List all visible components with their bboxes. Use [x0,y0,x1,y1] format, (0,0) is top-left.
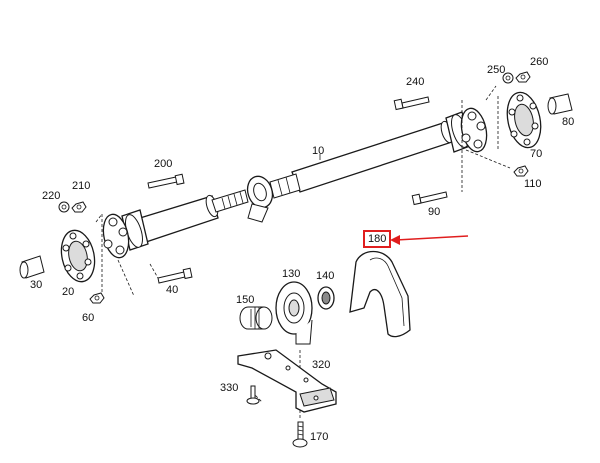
washer-220 [58,201,70,213]
part-label-260: 260 [530,56,549,68]
bearing-sleeve-150 [239,306,273,330]
nut-260 [515,71,531,83]
center-bearing-130 [275,281,313,345]
part-label-20: 20 [62,286,75,298]
screw-330 [246,385,260,405]
nut-60 [89,292,105,304]
washer-250 [502,72,514,84]
heat-shield-180 [349,250,411,338]
part-label-180-highlighted: 180 [363,230,392,248]
nut-110 [513,165,529,177]
part-label-70: 70 [530,148,543,160]
part-label-150: 150 [236,294,255,306]
part-label-90: 90 [428,206,441,218]
bolt-200 [147,173,185,189]
part-label-60: 60 [82,312,95,324]
dust-shield-140 [317,286,335,310]
centering-sleeve-rear [547,93,573,115]
rear-flex-disc [506,91,542,149]
centering-sleeve-front [19,255,45,279]
part-label-140: 140 [316,270,335,282]
bolt-90 [411,191,448,206]
bolt-240 [393,96,430,111]
part-label-320: 320 [312,359,331,371]
part-label-170: 170 [310,431,329,443]
screw-170 [292,421,308,448]
bolt-40 [157,267,193,284]
part-label-30: 30 [30,279,43,291]
part-label-80: 80 [562,116,575,128]
part-label-110: 110 [524,178,542,190]
nut-210 [71,201,87,213]
part-label-250: 250 [487,64,506,76]
part-label-210: 210 [72,180,91,192]
part-label-130: 130 [282,268,301,280]
front-flange [102,213,130,259]
part-label-330: 330 [220,382,239,394]
center-bearing-assembly [246,175,274,223]
rear-flange [460,107,488,153]
part-label-240: 240 [406,76,425,88]
part-label-10: 10 [312,145,325,157]
part-label-200: 200 [154,158,173,170]
front-flex-disc [60,229,96,283]
bracket-320 [237,349,337,413]
part-label-220: 220 [42,190,61,202]
highlight-arrow [390,235,469,245]
part-label-40: 40 [166,284,179,296]
